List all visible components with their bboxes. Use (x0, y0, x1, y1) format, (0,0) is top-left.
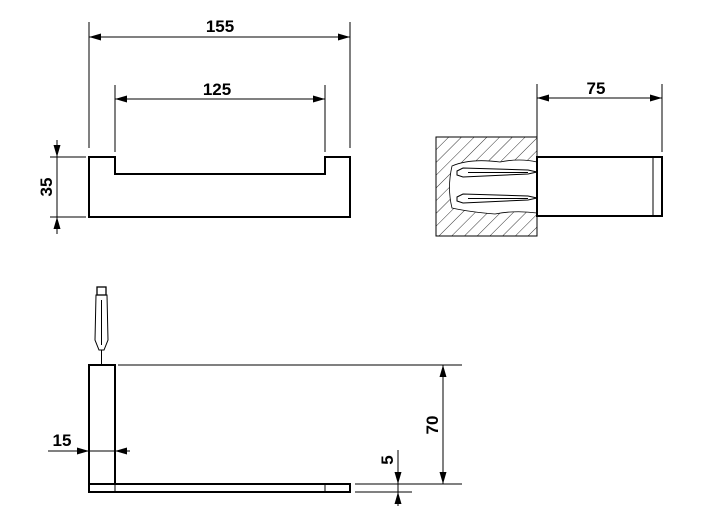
dim-label-125: 125 (203, 80, 231, 99)
dimension-plate-thickness: 5 (355, 450, 412, 506)
screw-anchor-vertical (94, 286, 109, 365)
wall-anchor-lower (456, 193, 538, 204)
dim-label-35: 35 (37, 178, 56, 197)
top-view: 70 15 5 (48, 286, 462, 506)
wall-anchor-upper (456, 167, 538, 178)
dim-label-15: 15 (53, 431, 72, 450)
dim-label-75: 75 (587, 79, 606, 98)
front-view: 155 125 35 (37, 17, 351, 234)
front-view-outline (88, 156, 351, 218)
dimension-inner-width: 125 (114, 80, 326, 152)
dimension-thickness: 15 (48, 431, 130, 455)
top-view-post (88, 364, 116, 485)
dimension-height-front: 35 (37, 140, 86, 234)
dimension-overall-width: 155 (88, 17, 351, 148)
dimension-height-top: 70 (118, 364, 462, 485)
dim-label-155: 155 (206, 17, 234, 36)
dim-label-5: 5 (378, 455, 397, 464)
top-view-plate (88, 483, 351, 493)
dim-label-70: 70 (423, 416, 442, 435)
side-view-body (536, 156, 663, 217)
side-view: 75 (435, 79, 663, 237)
dimension-depth: 75 (536, 79, 663, 152)
